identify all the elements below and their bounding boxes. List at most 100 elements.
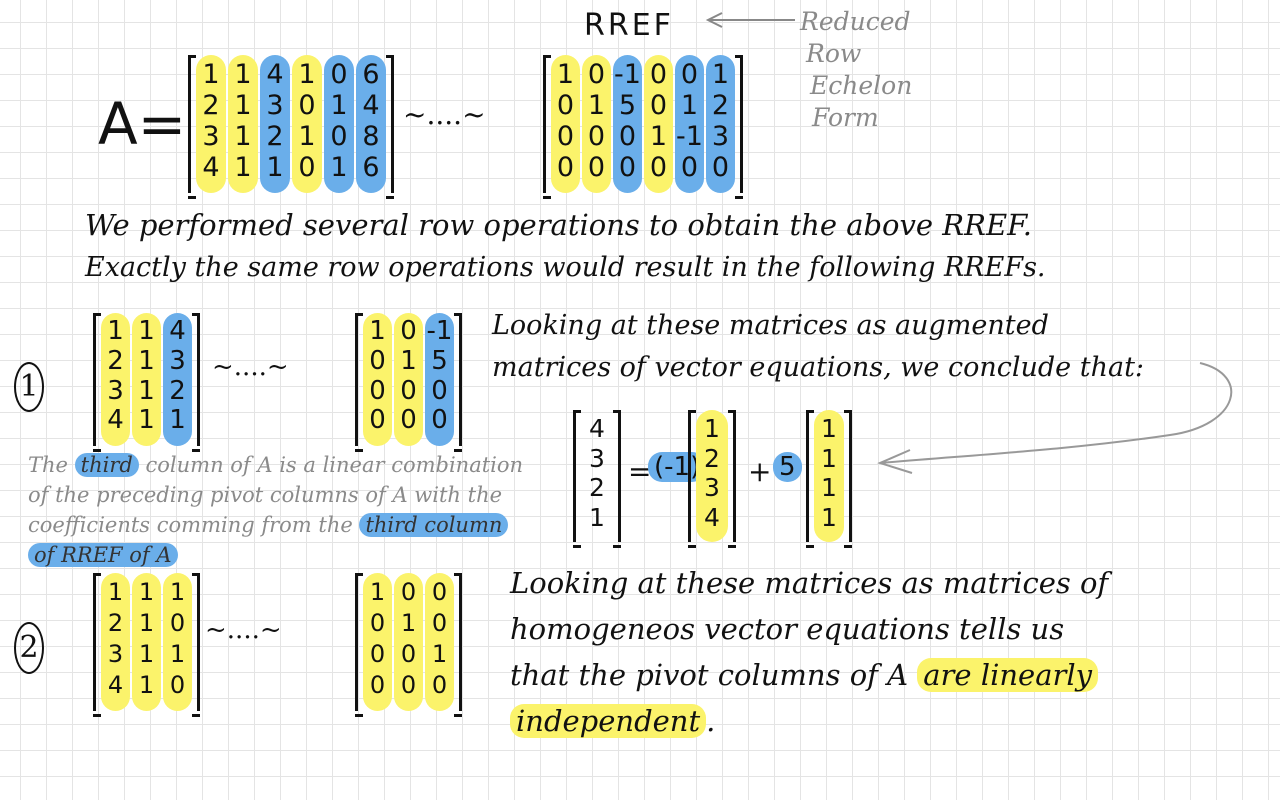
matrix-cell: 1 (202, 59, 220, 90)
augmented-text: Looking at these matrices as augmented m… (492, 305, 1144, 389)
matrix-cell: 0 (369, 671, 386, 699)
matrix-cell: 1 (169, 578, 186, 606)
matrix-cell: 4 (107, 671, 124, 699)
matrix-cell: 1 (138, 671, 155, 699)
matrix-cell: 4 (202, 152, 220, 183)
matrix-cell: 1 (266, 152, 284, 183)
matrix-cell: 3 (589, 443, 605, 473)
matrix-cell: 2 (589, 473, 605, 502)
matrix-cell: 0 (169, 671, 186, 699)
homog-line: Looking at these matrices as matrices of (510, 566, 1109, 600)
matrix-cell: 0 (330, 121, 348, 152)
matrix-cell: 1 (298, 121, 316, 152)
note-highlight: third (74, 453, 139, 477)
matrix-cell: 2 (107, 345, 124, 376)
expansion-word: Row (806, 39, 862, 68)
example-number-2: 2 (14, 622, 44, 674)
matrix-cell: 5 (618, 90, 637, 121)
matrix-cell: 1 (821, 414, 837, 443)
matrix-cell: 3 (107, 375, 124, 406)
matrix-a-label: A= (98, 90, 187, 158)
highlighted-phrase: are linearly (917, 658, 1098, 692)
matrix-cell: 1 (330, 90, 348, 121)
matrix-cell: 8 (362, 121, 380, 152)
matrix-cell: 0 (618, 121, 637, 152)
matrix-cell: 0 (400, 671, 417, 699)
matrix-cell: 1 (234, 59, 252, 90)
matrix-cell: 0 (369, 609, 386, 637)
matrix-cell: 0 (330, 59, 348, 90)
matrix-cell: 4 (107, 405, 124, 436)
matrix-cell: 2 (169, 375, 186, 406)
matrix-cell: 0 (431, 405, 448, 436)
matrix-cell: 1 (589, 502, 605, 532)
note-text: of the preceding pivot columns of A with… (28, 483, 503, 507)
matrix-cell: 1 (107, 316, 124, 346)
expansion-word: Echelon (810, 71, 913, 100)
rref-label: RREF (584, 8, 674, 43)
matrix-cell: 4 (362, 90, 380, 121)
matrix-cell: 1 (649, 121, 668, 152)
matrix-cell: 3 (202, 121, 220, 152)
matrix-cell: 0 (649, 90, 668, 121)
note-highlight: of RREF of A (28, 543, 178, 567)
intro-line-1: We performed several row operations to o… (85, 208, 1032, 242)
pivot-note: The third column of A is a linear combin… (28, 450, 523, 570)
matrix-cell: 0 (431, 375, 448, 406)
matrix-cell: 4 (704, 502, 720, 532)
equivalence: ~....~ (212, 352, 289, 382)
matrix-cell: 0 (431, 609, 448, 637)
matrix-cell: 1 (138, 375, 155, 406)
matrix-cell: 1 (107, 578, 124, 606)
matrix-cell: 0 (400, 375, 417, 406)
example-number-1: 1 (14, 362, 44, 412)
matrix-cell: 4 (589, 414, 605, 443)
augmented-line: Looking at these matrices as augmented (492, 310, 1049, 341)
homog-line: homogeneos vector equations tells us (510, 612, 1065, 646)
matrix-cell: 5 (431, 345, 448, 376)
matrix-cell: 1 (330, 152, 348, 183)
plus-sign: + (748, 455, 772, 488)
matrix-cell: 4 (169, 316, 186, 346)
matrix-cell: 1 (821, 502, 837, 532)
matrix-cell: 1 (169, 640, 186, 668)
matrix-cell: 3 (169, 345, 186, 376)
matrix-cell: 6 (362, 59, 380, 90)
matrix-cell: 1 (431, 640, 448, 668)
matrix-cell: 2 (704, 443, 720, 473)
matrix-cell: 0 (556, 152, 575, 183)
matrix-cell: 1 (138, 578, 155, 606)
matrix-cell: 1 (369, 578, 386, 606)
matrix-cell: 0 (400, 578, 417, 606)
matrix-cell: 4 (266, 59, 284, 90)
augmented-line: matrices of vector equations, we conclud… (492, 352, 1145, 383)
rref-expansion: Reduced Row Echelon Form (800, 6, 912, 134)
matrix-cell: 0 (587, 152, 606, 183)
expansion-word: Form (812, 103, 879, 132)
matrix-cell: 0 (400, 640, 417, 668)
matrix-cell: 3 (711, 121, 730, 152)
matrix-cell: 0 (369, 375, 386, 406)
matrix-cell: 1 (138, 345, 155, 376)
note-highlight: third column (359, 513, 509, 537)
matrix-cell: 2 (266, 121, 284, 152)
